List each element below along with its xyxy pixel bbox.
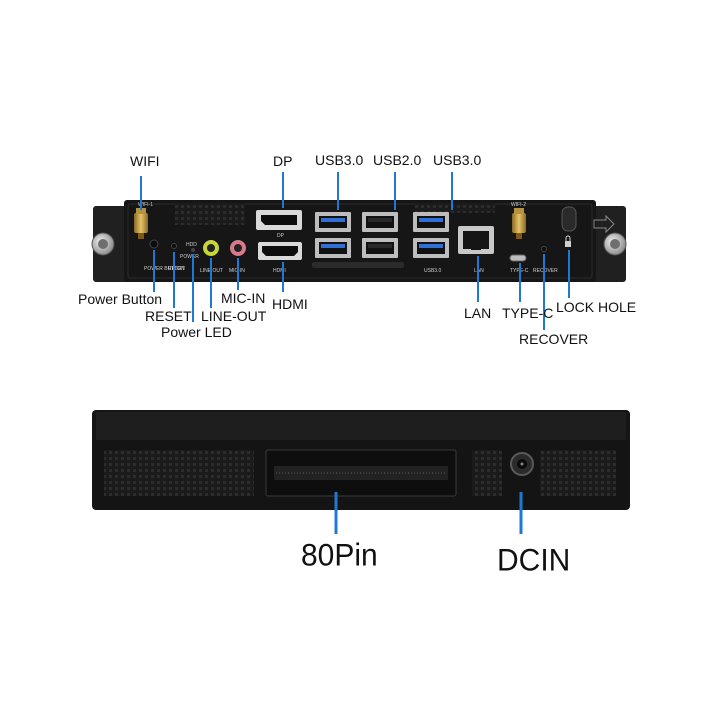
- label-usb20: USB2.0: [373, 152, 422, 168]
- label-lan: LAN: [464, 305, 492, 321]
- mic-in-jack[interactable]: [230, 240, 246, 256]
- lan-port[interactable]: [458, 226, 494, 254]
- silk-usb30: USB3.0: [424, 268, 441, 274]
- lock-hole-icon[interactable]: [561, 206, 577, 247]
- label-line-out: LINE-OUT: [201, 308, 267, 324]
- silk-recover: RECOVER: [533, 268, 558, 274]
- silk-dp: DP: [277, 233, 285, 239]
- thumb-screw-right-icon[interactable]: [603, 232, 627, 256]
- recover-port[interactable]: [541, 246, 547, 252]
- eject-arrow-icon: [593, 214, 615, 234]
- leader-lines-top: [140, 172, 570, 330]
- silk-wifi1: WIFI-1: [138, 202, 153, 208]
- label-type-c: TYPE-C: [502, 305, 554, 321]
- power-button-port[interactable]: [149, 239, 159, 249]
- label-power-button: Power Button: [78, 291, 163, 307]
- label-hdmi: HDMI: [272, 296, 308, 312]
- silk-lan: LAN: [474, 268, 484, 274]
- hdmi-port[interactable]: [258, 242, 302, 260]
- bottom-panel: [92, 410, 630, 510]
- label-dp: DP: [273, 153, 293, 169]
- label-lock-hole: LOCK HOLE: [556, 299, 637, 315]
- silk-wifi2: WIFI-2: [511, 202, 526, 208]
- thumb-screw-left-icon[interactable]: [91, 232, 115, 256]
- label-mic-in: MIC-IN: [221, 290, 266, 306]
- wifi-2-antenna-icon[interactable]: [512, 208, 526, 239]
- bottom-vent-mid: [472, 450, 502, 496]
- leader-lines-bottom: [334, 492, 523, 534]
- line-out-jack[interactable]: [203, 240, 219, 256]
- label-wifi: WIFI: [130, 153, 160, 169]
- label-usb30-left: USB3.0: [315, 152, 364, 168]
- wifi-1-antenna-icon[interactable]: [134, 208, 148, 239]
- silk-power: POWER: [180, 254, 199, 260]
- label-80pin: 80Pin: [301, 538, 378, 573]
- top-vent: [175, 203, 245, 225]
- label-recover: RECOVER: [519, 331, 589, 347]
- usb30-left-stack[interactable]: [315, 212, 351, 258]
- silk-hdd: HDD: [186, 242, 197, 248]
- io-panel: WIFI-1 WIFI-2 HDD POWER POWER BUTTON RES…: [91, 200, 627, 282]
- usb30-right-stack[interactable]: [413, 212, 449, 258]
- label-dcin: DCIN: [497, 543, 571, 578]
- silk-reset: RESET: [168, 266, 185, 272]
- silk-hdmi: HDMI: [273, 268, 286, 274]
- reset-port[interactable]: [171, 243, 177, 249]
- top-vent-right: [415, 203, 495, 213]
- bottom-vent-left: [104, 450, 254, 496]
- pin80-connector[interactable]: [265, 449, 457, 497]
- label-usb30-right: USB3.0: [433, 152, 482, 168]
- power-led-icon: [191, 248, 195, 252]
- type-c-port[interactable]: [509, 254, 527, 262]
- usb20-stack[interactable]: [362, 212, 398, 258]
- label-power-led: Power LED: [161, 324, 232, 340]
- dcin-jack[interactable]: [510, 452, 534, 476]
- bottom-vent-right: [540, 450, 616, 496]
- dp-port[interactable]: [256, 210, 302, 230]
- label-reset: RESET: [145, 308, 192, 324]
- silk-power-button: POWER BUTTON: [144, 266, 185, 272]
